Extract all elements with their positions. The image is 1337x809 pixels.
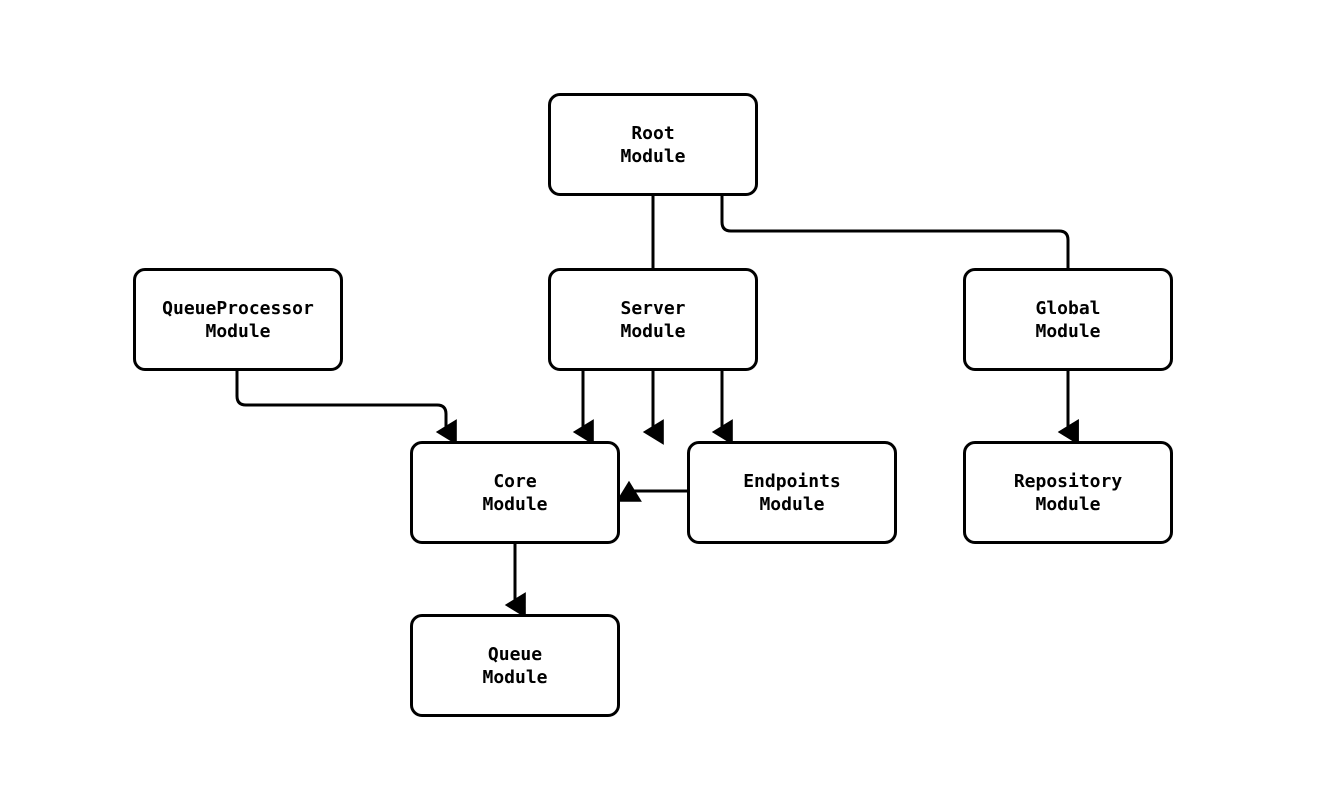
- node-root-module-label: Root Module: [620, 122, 686, 167]
- edge-root-to-global: [720, 196, 1079, 445]
- node-root-module[interactable]: Root Module: [548, 93, 758, 196]
- node-queue-module[interactable]: Queue Module: [410, 614, 620, 717]
- node-repository-module[interactable]: Repository Module: [963, 441, 1173, 544]
- node-core-module[interactable]: Core Module: [410, 441, 620, 544]
- node-core-module-label: Core Module: [482, 470, 548, 515]
- node-queueprocessor-module-label: QueueProcessor Module: [162, 297, 314, 342]
- node-server-module[interactable]: Server Module: [548, 268, 758, 371]
- node-global-module[interactable]: Global Module: [963, 268, 1173, 371]
- node-endpoints-module[interactable]: Endpoints Module: [687, 441, 897, 544]
- node-endpoints-module-label: Endpoints Module: [743, 470, 841, 515]
- node-server-module-label: Server Module: [620, 297, 686, 342]
- edge-queueprocessor-to-core: [235, 371, 457, 445]
- node-repository-module-label: Repository Module: [1013, 470, 1123, 515]
- node-queueprocessor-module[interactable]: QueueProcessor Module: [133, 268, 343, 371]
- node-queue-module-label: Queue Module: [482, 643, 548, 688]
- node-global-module-label: Global Module: [1035, 297, 1101, 342]
